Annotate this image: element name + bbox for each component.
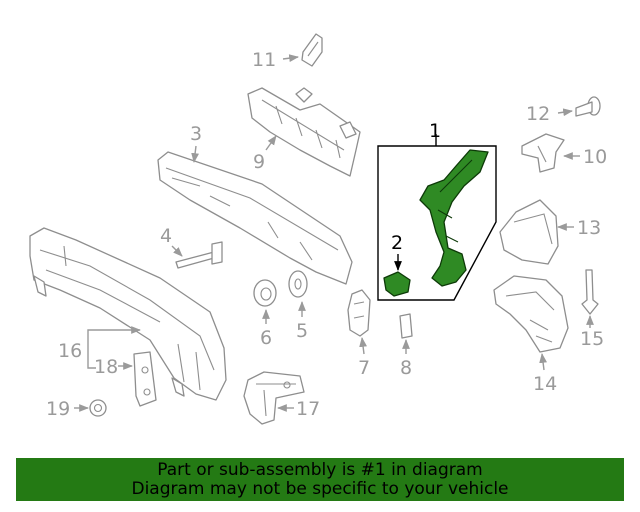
part-18-plate[interactable] (133, 351, 157, 407)
callout-19[interactable]: 19 (46, 398, 70, 420)
exploded-parts-diagram: 11 9 3 4 16 18 19 (29, 33, 607, 425)
part-5-washer[interactable] (288, 270, 308, 298)
leader-3 (191, 145, 199, 163)
leader-11 (282, 54, 299, 63)
leader-7 (359, 337, 367, 355)
callout-1[interactable]: 1 (429, 120, 441, 142)
part-2-highlighted-clip[interactable] (383, 271, 411, 297)
part-15-pin[interactable] (581, 269, 599, 315)
leader-14 (539, 353, 547, 371)
part-8-clip[interactable] (399, 313, 413, 339)
info-banner: Part or sub-assembly is #1 in diagram Di… (16, 458, 624, 501)
leader-16 (87, 326, 141, 357)
callout-5[interactable]: 5 (296, 320, 308, 342)
part-4-stud[interactable] (175, 241, 223, 269)
part-11-bracket[interactable] (301, 33, 323, 67)
callout-11[interactable]: 11 (252, 49, 276, 71)
callout-13[interactable]: 13 (577, 217, 601, 239)
part-3-reinforcement-beam[interactable] (157, 151, 353, 285)
part-6-nut[interactable] (253, 279, 277, 307)
callout-7[interactable]: 7 (358, 357, 370, 379)
part-1-highlighted-bracket[interactable] (419, 149, 489, 287)
leader-16-branch (87, 357, 96, 369)
part-12-push-clip[interactable] (575, 96, 601, 117)
callout-8[interactable]: 8 (400, 357, 412, 379)
callout-16[interactable]: 16 (58, 340, 82, 362)
part-17-bracket[interactable] (243, 371, 305, 425)
part-7-bracket[interactable] (347, 289, 371, 337)
part-19-nut[interactable] (89, 399, 107, 417)
callout-4[interactable]: 4 (160, 225, 172, 247)
part-14-bracket[interactable] (493, 275, 569, 353)
leader-9 (265, 135, 277, 151)
callout-15[interactable]: 15 (580, 328, 604, 350)
part-9-mounting-bracket[interactable] (247, 87, 361, 177)
part-10-bracket[interactable] (521, 133, 565, 173)
banner-line-1: Part or sub-assembly is #1 in diagram (157, 459, 483, 480)
leader-12 (557, 108, 573, 117)
callout-12[interactable]: 12 (526, 103, 550, 125)
part-13-cover[interactable] (499, 199, 559, 265)
callout-14[interactable]: 14 (533, 373, 557, 395)
callout-9[interactable]: 9 (253, 151, 265, 173)
part-16-bumper-beam[interactable] (29, 227, 227, 401)
leader-4 (171, 245, 183, 257)
callout-2[interactable]: 2 (391, 232, 403, 254)
callout-17[interactable]: 17 (296, 398, 320, 420)
callout-10[interactable]: 10 (583, 146, 607, 168)
callout-6[interactable]: 6 (260, 327, 272, 349)
callout-18[interactable]: 18 (94, 356, 118, 378)
banner-line-2: Diagram may not be specific to your vehi… (131, 478, 509, 499)
callout-3[interactable]: 3 (190, 123, 202, 145)
